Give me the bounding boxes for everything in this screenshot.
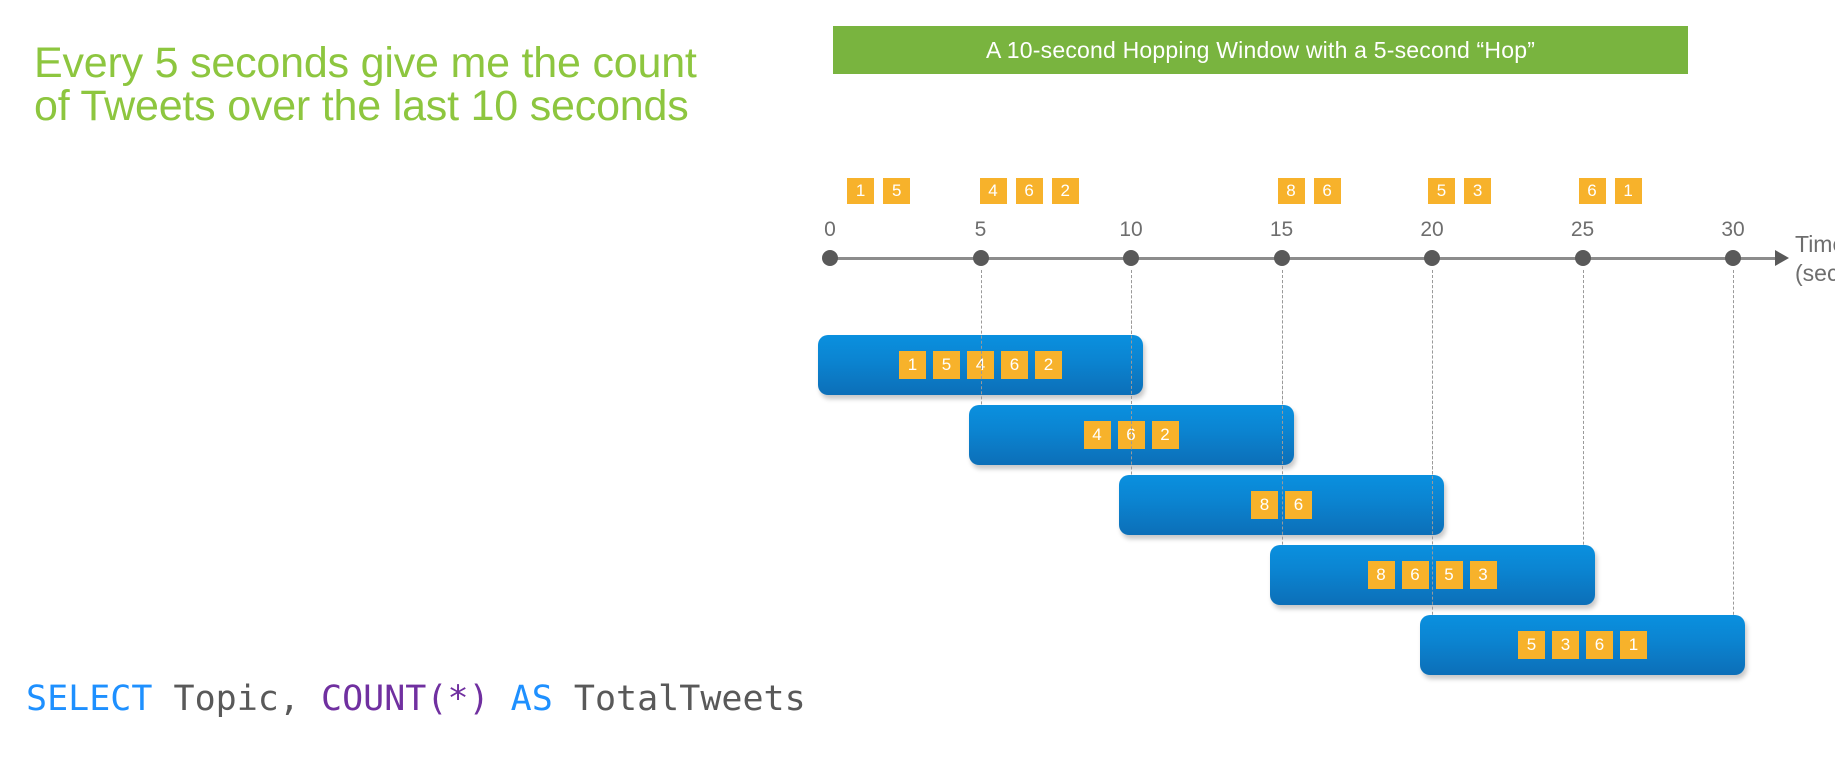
sql-token (490, 679, 511, 719)
axis-tick-label: 25 (1570, 218, 1595, 241)
event-tile: 4 (979, 178, 1007, 204)
event-tile: 8 (1277, 178, 1305, 204)
axis-tick-label: 10 (1119, 218, 1143, 241)
sql-token: SELECT (26, 678, 153, 719)
axis-tick-dot (1123, 250, 1139, 266)
sql-line-1: SELECT Topic, COUNT(*) AS TotalTweets (26, 675, 974, 723)
window-boundary-dashed-line (1281, 270, 1283, 605)
event-tile: 6 (1313, 178, 1341, 204)
axis-tick-label: 30 (1721, 218, 1745, 241)
window-event-tile: 8 (1367, 561, 1395, 589)
window-event-tile: 5 (933, 351, 960, 379)
window-boundary-dashed-line (1582, 270, 1584, 605)
window-boundary-dashed-line (1733, 270, 1734, 675)
window-boundary-dashed-line (1281, 270, 1283, 465)
sql-token: TotalTweets (552, 678, 806, 719)
event-tile: 1 (1614, 178, 1642, 204)
window-event-tile: 5 (1518, 631, 1545, 659)
sql-token: (*) (426, 678, 490, 719)
time-axis-arrow-icon (1775, 250, 1789, 266)
event-tile: 1 (847, 178, 875, 204)
event-tile: 6 (1578, 178, 1606, 204)
axis-tick-dot (1273, 250, 1290, 266)
axis-tick-label: 20 (1420, 218, 1444, 241)
window-event-tile: 2 (1151, 421, 1179, 449)
event-tile: 2 (1051, 178, 1079, 204)
window-event-tile: 6 (1001, 351, 1028, 379)
axis-tick-label: 5 (974, 218, 987, 241)
window-boundary-dashed-line (1131, 270, 1132, 395)
sql-token: COUNT (321, 678, 427, 719)
window-event-tile: 6 (1285, 491, 1312, 519)
window-boundary-dashed-line (1432, 270, 1433, 675)
window-event-tile: 2 (1035, 351, 1062, 379)
window-boundary-dashed-line (1432, 270, 1433, 535)
event-tile: 3 (1464, 178, 1492, 204)
axis-tick-dot (822, 250, 838, 266)
axis-tick-dot (1424, 250, 1440, 266)
event-tile: 6 (1015, 178, 1043, 204)
window-event-tile: 3 (1552, 631, 1579, 659)
banner-label: A 10-second Hopping Window with a 5-seco… (985, 36, 1536, 63)
window-event-tile: 3 (1469, 561, 1497, 589)
window-boundary-dashed-line (1131, 270, 1132, 535)
event-tile: 5 (883, 178, 911, 204)
window-event-tile: 6 (1401, 561, 1429, 589)
window-event-tile: 1 (899, 351, 926, 379)
axis-tick-dot (972, 250, 989, 266)
event-tile: 5 (1428, 178, 1456, 204)
window-event-tile: 6 (1586, 631, 1613, 659)
window-event-tile: 6 (1117, 421, 1145, 449)
sql-token: Topic, (152, 678, 322, 719)
window-event-tile: 8 (1251, 491, 1278, 519)
sql-token: AS (510, 678, 553, 719)
axis-tick-label: 15 (1269, 218, 1294, 241)
time-axis-title: Time(secs) (1795, 231, 1835, 286)
window-event-tile: 1 (1620, 631, 1647, 659)
banner: A 10-second Hopping Window with a 5-seco… (833, 26, 1688, 74)
axis-tick-dot (1574, 250, 1591, 266)
sql-query-block: SELECT Topic, COUNT(*) AS TotalTweets FR… (26, 578, 974, 776)
window-boundary-dashed-line (980, 270, 982, 465)
page-title: Every 5 seconds give me the count of Twe… (34, 39, 697, 130)
time-axis-line (830, 257, 1775, 260)
window-event-tile: 4 (967, 351, 994, 379)
axis-tick-dot (1725, 250, 1741, 266)
window-event-tile: 5 (1435, 561, 1463, 589)
axis-tick-label: 0 (824, 218, 836, 241)
window-event-tile: 4 (1083, 421, 1111, 449)
